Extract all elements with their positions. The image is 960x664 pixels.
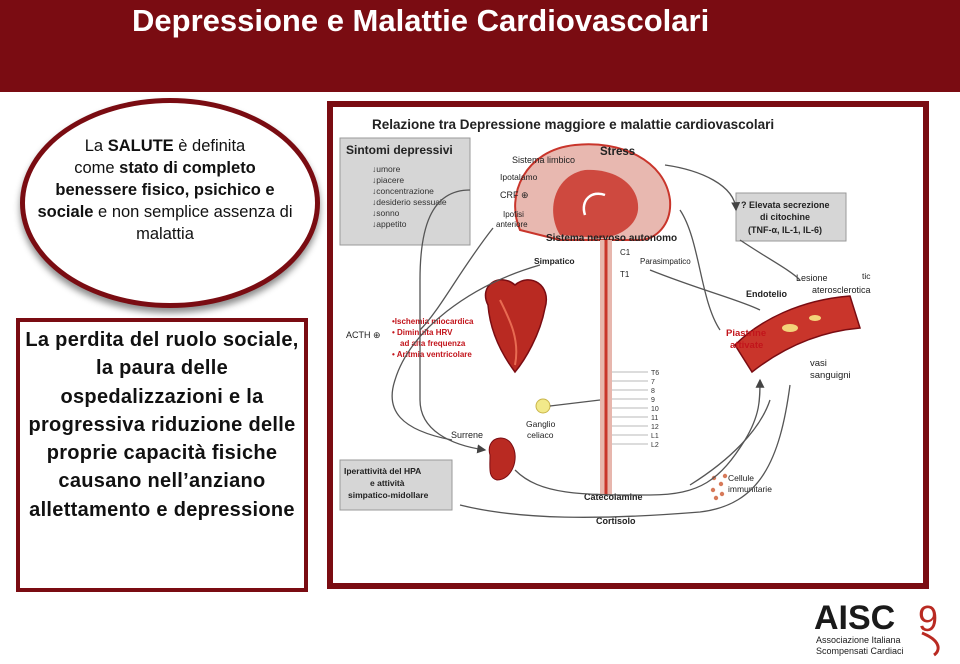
- spinal-level-label: 10: [651, 406, 659, 413]
- pathway-line: [679, 209, 721, 331]
- pathway-line: [739, 239, 801, 281]
- adrenal-kidney: [488, 437, 516, 481]
- hpa-line: Iperattività del HPA: [344, 466, 421, 476]
- logo-line2: Scompensati Cardiaci: [816, 646, 904, 656]
- label-anteriore: anteriore: [496, 220, 528, 229]
- definition-bold: stato di completo benessere fisico, psic…: [37, 159, 275, 221]
- limbic-detail: [582, 192, 606, 216]
- health-definition-text: La SALUTE è definita come stato di comple…: [35, 135, 295, 245]
- cytokines-line: di citochine: [760, 212, 810, 222]
- label-c1: C1: [620, 248, 631, 257]
- label-ipofisi: Ipofisi: [503, 210, 524, 219]
- symptom-item: ↓desiderio sessuale: [372, 197, 447, 207]
- definition-part-2: è definita: [173, 137, 246, 155]
- spinal-level-label: 8: [651, 388, 655, 395]
- pathway-line: [391, 264, 541, 441]
- symptoms-box: [339, 137, 471, 246]
- spinal-level-label: 12: [651, 424, 659, 431]
- cytokines-box: [735, 192, 847, 242]
- logo-heart-stroke: [921, 631, 940, 657]
- cardiac-effect: •Ischemia miocardica: [392, 317, 474, 326]
- spinal-level-label: L1: [651, 433, 659, 440]
- label-parasimpatico: Parasimpatico: [640, 257, 691, 266]
- spinal-level-label: 11: [651, 415, 658, 422]
- pathway-line: [459, 384, 791, 518]
- pathway-line: [419, 227, 494, 331]
- definition-part-1: La: [84, 137, 108, 155]
- plaque: [782, 324, 798, 332]
- cardiac-effect: • Aritmia ventricolare: [392, 350, 472, 359]
- pathway-line: [689, 399, 771, 486]
- immune-cells: [710, 473, 728, 501]
- label-ipotalamo: Ipotalamo: [500, 172, 538, 182]
- symptom-item: ↓piacere: [372, 175, 404, 185]
- label-sistema-limbico: Sistema limbico: [512, 155, 575, 165]
- slide-title: Depressione e Malattie Cardiovascolari: [132, 3, 710, 38]
- definition-part-3: come: [74, 159, 120, 177]
- pathway-line: [664, 164, 741, 212]
- pathway-line: [514, 378, 765, 496]
- pathway-line: [649, 269, 761, 311]
- label-catecolamine: Catecolamine: [584, 492, 643, 502]
- plaque: [809, 315, 821, 321]
- cardiac-effect: • Diminuita HRV: [392, 328, 453, 337]
- heart-vessel: [499, 299, 518, 366]
- ganglion: [535, 398, 551, 414]
- hpa-box: [339, 459, 453, 511]
- diagram-title: Relazione tra Depressione maggiore e mal…: [372, 117, 774, 132]
- logo-name: AISC: [814, 599, 895, 637]
- logo-number: 9: [918, 598, 938, 639]
- label-piastrine: Piastrine: [726, 328, 766, 339]
- label-lesione: Lesione: [796, 273, 828, 283]
- spinal-level-label: L2: [651, 442, 659, 449]
- label-surrene: Surrene: [451, 430, 483, 440]
- elderly-depression-text: La perdita del ruolo sociale, la paura d…: [25, 329, 299, 521]
- label-cellule: Cellule: [728, 473, 754, 483]
- label-simpatico: Simpatico: [534, 256, 575, 266]
- pathway-line: [419, 189, 487, 454]
- label-acth: ACTH ⊕: [346, 330, 381, 340]
- spinal-level-label: T6: [651, 370, 659, 377]
- symptom-item: ↓concentrazione: [372, 186, 434, 196]
- label-sanguigni: sanguigni: [810, 370, 851, 381]
- definition-oval: [20, 98, 320, 308]
- label-immunitarie: immunitarie: [728, 484, 772, 494]
- label-attivate: attivate: [730, 340, 763, 351]
- label-vasi: vasi: [810, 358, 827, 369]
- title-bar: Depressione e Malattie Cardiovascolari: [0, 0, 960, 92]
- hpa-line: e attività: [370, 478, 405, 488]
- label-sna: Sistema nervoso autonomo: [546, 233, 677, 244]
- label-t1: T1: [620, 270, 630, 279]
- pathway-line: [549, 399, 601, 407]
- label-cortisolo: Cortisolo: [596, 516, 636, 526]
- label-aterosclerotica: aterosclerotica: [812, 285, 871, 295]
- label-crf: CRF ⊕: [500, 190, 529, 200]
- hpa-line: simpatico-midollare: [348, 490, 429, 500]
- symptom-item: ↓appetito: [372, 219, 407, 229]
- elderly-depression-box: [16, 318, 308, 592]
- symptom-item: ↓umore: [372, 164, 401, 174]
- blood-vessel: [734, 295, 861, 374]
- spinal-level-label: 9: [651, 397, 655, 404]
- symptoms-title: Sintomi depressivi: [346, 143, 453, 157]
- symptom-item: ↓sonno: [372, 208, 400, 218]
- label-tic: tic: [862, 271, 871, 281]
- cytokines-line: ? Elevata secrezione: [741, 200, 830, 210]
- spinal-level-label: 7: [651, 379, 655, 386]
- label-endotelio: Endotelio: [746, 289, 787, 299]
- aisc-logo: AISC 9 Associazione Italiana Scompensati…: [814, 598, 940, 657]
- label-celiaco: celiaco: [527, 430, 554, 440]
- definition-salute: SALUTE: [107, 137, 174, 155]
- definition-part-4: e non semplice assenza di malattia: [93, 203, 293, 243]
- cardiac-effect: ad alta frequenza: [400, 339, 466, 348]
- label-stress: Stress: [600, 146, 635, 158]
- limbic-shape: [553, 169, 639, 238]
- cytokines-line: (TNF-α, IL-1, IL-6): [748, 225, 822, 235]
- logo-line1: Associazione Italiana: [816, 635, 901, 645]
- label-ganglio: Ganglio: [526, 419, 556, 429]
